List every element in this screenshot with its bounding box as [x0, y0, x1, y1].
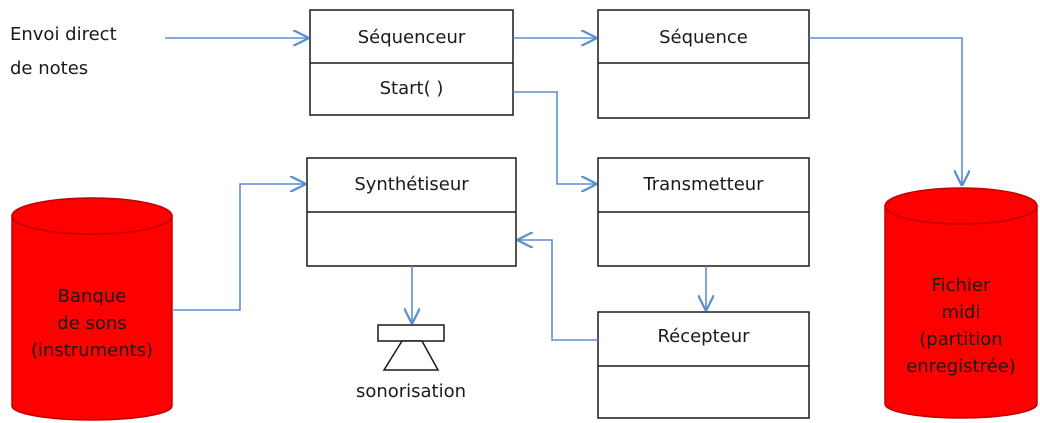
speaker-icon — [377, 324, 445, 371]
sequenceur-method-start: Start( ) — [379, 78, 444, 99]
transmetteur-name: Transmetteur — [643, 174, 764, 195]
recepteur-name: Récepteur — [657, 326, 750, 347]
arrow-sequence-to-fichier — [809, 37, 962, 186]
synthetiseur-class-box — [306, 157, 517, 267]
fichier-label-line-4: enregistrée) — [906, 356, 1016, 377]
sequenceur-class-box — [309, 9, 514, 116]
sequenceur-name: Séquenceur — [357, 27, 466, 48]
sequence-class-box — [597, 9, 810, 119]
speaker-label: sonorisation — [355, 381, 467, 402]
synthetiseur-name: Synthétiseur — [354, 174, 469, 195]
banque-label-line-3: (instruments) — [30, 340, 154, 361]
fichier-label-line-2: midi — [941, 302, 981, 323]
transmetteur-class-box — [597, 157, 810, 267]
arrow-recepteur-to-synthetiseur — [517, 240, 598, 341]
banque-label-line-1: Banque — [57, 286, 127, 307]
fichier-label-line-1: Fichier — [931, 275, 991, 296]
sequence-name: Séquence — [659, 27, 748, 48]
arrow-banque-to-synthetiseur — [172, 184, 306, 311]
banque-cylinder — [11, 197, 173, 421]
banque-label-line-2: de sons — [57, 313, 127, 334]
fichier-label-line-3: (partition — [919, 329, 1003, 350]
input-label-line-1: Envoi direct — [10, 24, 117, 45]
fichier-cylinder — [884, 187, 1038, 419]
recepteur-class-box — [597, 311, 810, 419]
banque-label: Banque de sons (instruments) — [12, 283, 172, 364]
input-label-line-2: de notes — [10, 58, 89, 79]
fichier-label: Fichier midi (partition enregistrée) — [885, 272, 1037, 380]
arrow-start-to-transmetteur — [513, 91, 597, 184]
